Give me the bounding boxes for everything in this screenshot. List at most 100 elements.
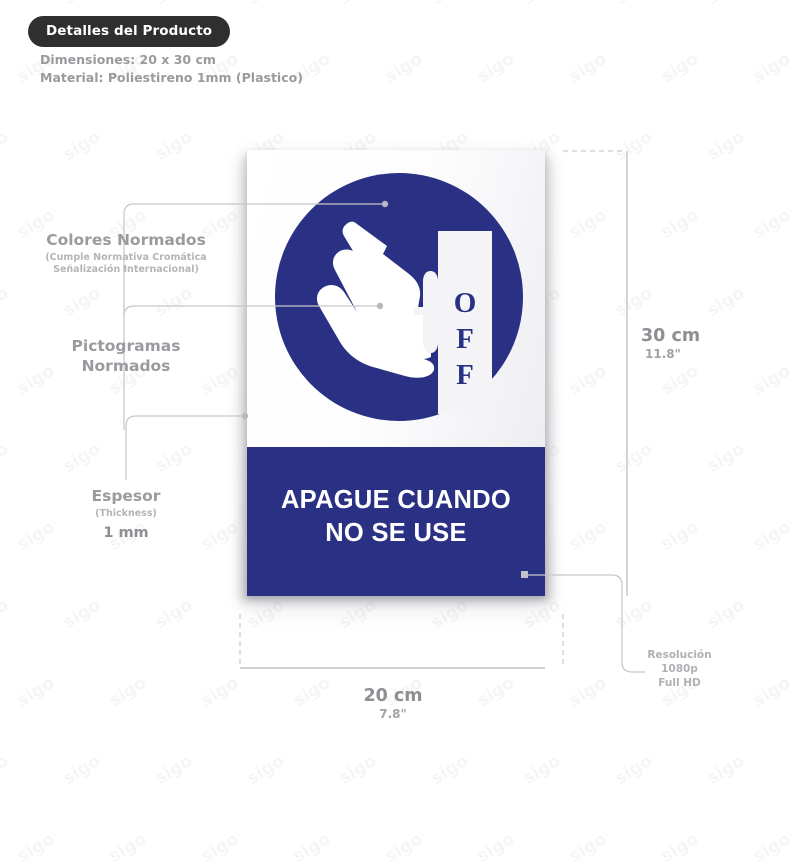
watermark-text: sigo (520, 0, 564, 9)
watermark-text: sigo (0, 751, 12, 789)
watermark-text: sigo (704, 0, 748, 9)
annotation-pictogramas-line-2: Normados (81, 357, 171, 375)
watermark-text: sigo (290, 829, 334, 867)
watermark-text: sigo (796, 595, 800, 633)
sign-banner-text: APAGUE CUANDO NO SE USE (247, 484, 545, 550)
watermark-text: sigo (566, 361, 610, 399)
watermark-text: sigo (658, 361, 702, 399)
watermark-text: sigo (244, 0, 288, 9)
annotation-colores-normados: Colores Normados (Cumple Normativa Cromá… (22, 230, 230, 276)
watermark-text: sigo (198, 517, 242, 555)
annotation-espesor-value: 1 mm (103, 525, 149, 541)
watermark-text: sigo (14, 673, 58, 711)
annotation-colores-sub-1: (Cumple Normativa Cromática (45, 252, 207, 263)
watermark-text: sigo (566, 673, 610, 711)
watermark-text: sigo (750, 205, 794, 243)
spec-dimensions: Dimensiones: 20 x 30 cm (40, 52, 216, 67)
annotation-colores-sub-2: Señalización Internacional) (53, 264, 199, 275)
resolution-quality: Full HD (658, 677, 701, 689)
product-details-badge: Detalles del Producto (28, 16, 231, 47)
watermark-text: sigo (198, 829, 242, 867)
watermark-text: sigo (152, 595, 196, 633)
off-label-plate: O F F (438, 231, 492, 414)
sign-panel: O F F APAGUE CUANDO NO SE USE (247, 150, 545, 596)
watermark-text: sigo (566, 829, 610, 867)
watermark-text: sigo (0, 127, 12, 165)
watermark-text: sigo (152, 283, 196, 321)
watermark-text: sigo (750, 49, 794, 87)
watermark-text: sigo (796, 439, 800, 477)
watermark-text: sigo (106, 829, 150, 867)
watermark-text: sigo (382, 829, 426, 867)
watermark-text: sigo (152, 751, 196, 789)
product-spec-list: Dimensiones: 20 x 30 cm Material: Polies… (40, 51, 303, 87)
switch-stem (414, 307, 436, 315)
watermark-text: sigo (60, 751, 104, 789)
watermark-text: sigo (612, 751, 656, 789)
banner-line-1: APAGUE CUANDO (280, 486, 512, 514)
banner-line-2: NO SE USE (325, 519, 467, 547)
watermark-text: sigo (612, 439, 656, 477)
watermark-text: sigo (474, 829, 518, 867)
watermark-text: sigo (566, 49, 610, 87)
watermark-text: sigo (0, 0, 12, 9)
watermark-text: sigo (612, 127, 656, 165)
resolution-value: 1080p (661, 663, 698, 675)
dimension-width: 20 cm 7.8" (315, 685, 471, 721)
watermark-text: sigo (336, 751, 380, 789)
watermark-text: sigo (704, 127, 748, 165)
spec-material: Material: Poliestireno 1mm (Plastico) (40, 70, 303, 85)
watermark-text: sigo (244, 751, 288, 789)
watermark-text: sigo (152, 127, 196, 165)
watermark-text: sigo (60, 0, 104, 9)
watermark-text: sigo (704, 751, 748, 789)
watermark-text: sigo (796, 283, 800, 321)
watermark-text: sigo (520, 751, 564, 789)
annotation-pictogramas-normados: Pictogramas Normados (40, 336, 212, 376)
watermark-text: sigo (750, 517, 794, 555)
watermark-text: sigo (750, 361, 794, 399)
watermark-text: sigo (474, 673, 518, 711)
watermark-text: sigo (60, 127, 104, 165)
watermark-text: sigo (566, 205, 610, 243)
watermark-text: sigo (658, 49, 702, 87)
product-sign: O F F APAGUE CUANDO NO SE USE (241, 150, 551, 602)
watermark-text: sigo (14, 517, 58, 555)
sign-face: O F F (247, 150, 545, 447)
watermark-text: sigo (796, 0, 800, 9)
off-letter-f2: F (456, 359, 474, 391)
watermark-text: sigo (704, 595, 748, 633)
annotation-colores-title: Colores Normados (46, 231, 206, 249)
resolution-label: Resolución (647, 649, 712, 661)
annotation-pictogramas-line-1: Pictogramas (71, 337, 181, 355)
watermark-text: sigo (106, 673, 150, 711)
watermark-text: sigo (612, 0, 656, 9)
watermark-text: sigo (152, 439, 196, 477)
dimension-height-cm: 30 cm (641, 326, 701, 346)
watermark-text: sigo (60, 595, 104, 633)
watermark-text: sigo (612, 283, 656, 321)
watermark-text: sigo (750, 673, 794, 711)
watermark-text: sigo (428, 0, 472, 9)
dimension-height-inches: 11.8" (645, 347, 681, 361)
watermark-text: sigo (14, 829, 58, 867)
watermark-text: sigo (474, 49, 518, 87)
off-letter-f1: F (456, 323, 474, 355)
watermark-text: sigo (796, 751, 800, 789)
watermark-text: sigo (152, 0, 196, 9)
watermark-text: sigo (796, 127, 800, 165)
watermark-text: sigo (0, 439, 12, 477)
watermark-text: sigo (0, 595, 12, 633)
watermark-text: sigo (658, 829, 702, 867)
watermark-text: sigo (60, 283, 104, 321)
dimension-height: 30 cm 11.8" (641, 325, 700, 361)
watermark-text: sigo (428, 751, 472, 789)
off-letter-o: O (453, 287, 477, 319)
watermark-text: sigo (750, 829, 794, 867)
watermark-text: sigo (336, 0, 380, 9)
watermark-text: sigo (198, 673, 242, 711)
watermark-text: sigo (60, 439, 104, 477)
watermark-text: sigo (382, 49, 426, 87)
watermark-text: sigo (704, 283, 748, 321)
pictogram-circle: O F F (275, 173, 523, 421)
